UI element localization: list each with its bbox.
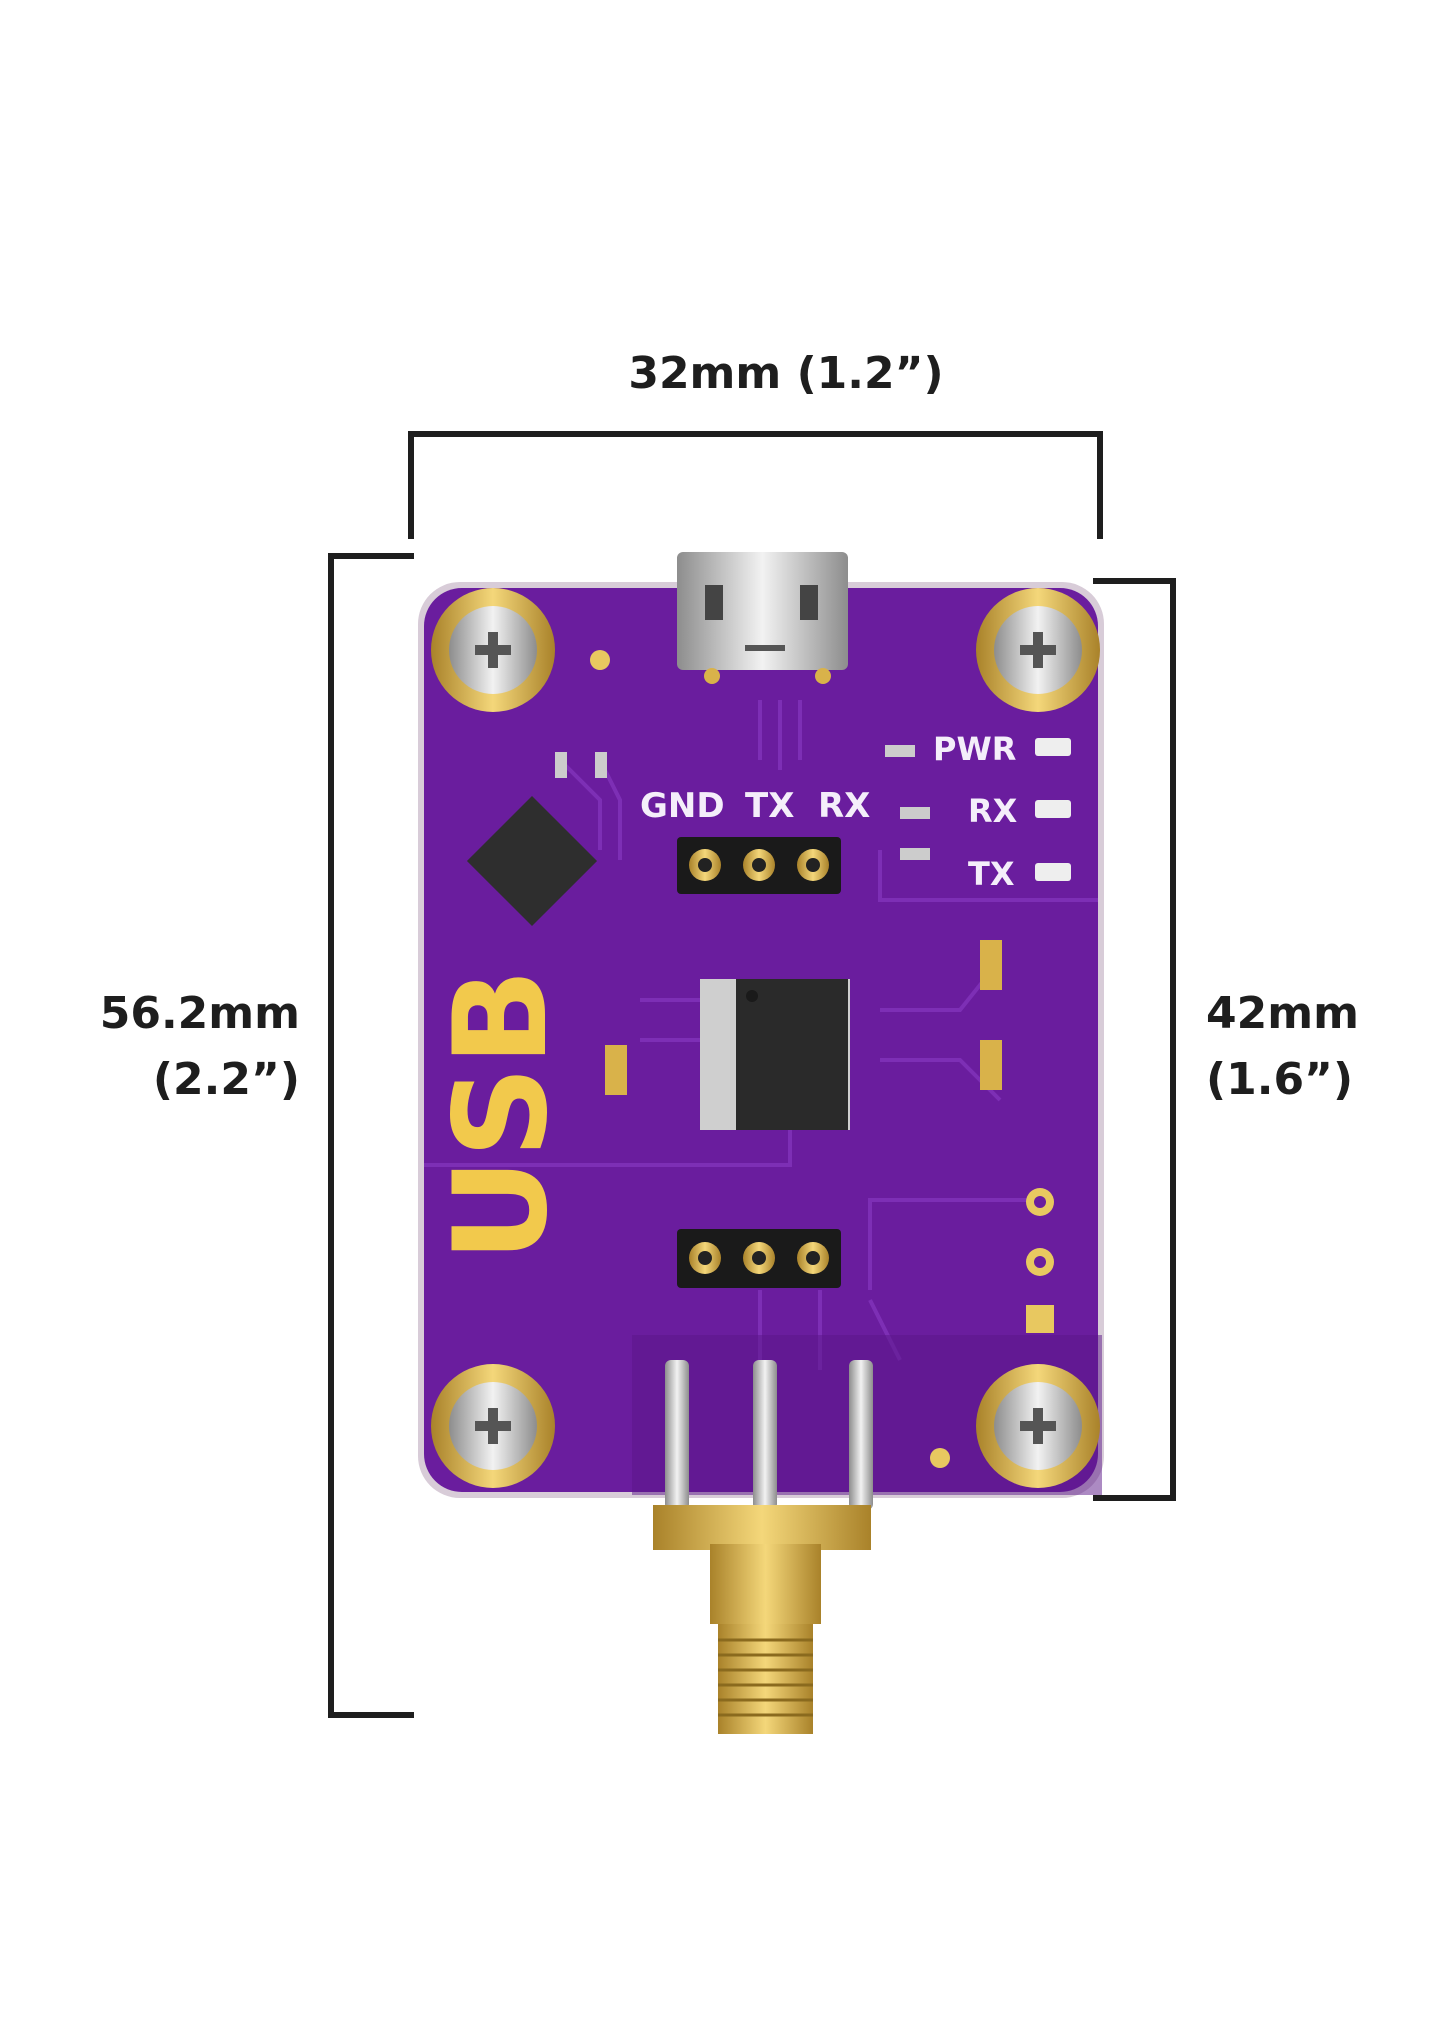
- header-label-gnd: GND: [640, 786, 725, 826]
- led-label-pwr: PWR: [933, 730, 1016, 768]
- mounting-screw-top-right: [976, 588, 1100, 712]
- antenna-header: [677, 1229, 841, 1288]
- board-height-in-label: (1.6”): [1206, 1054, 1353, 1105]
- sma-connector: [653, 1505, 871, 1734]
- usb-silkscreen-logo: USB: [427, 968, 576, 1262]
- board-height-bracket: [1093, 578, 1176, 1501]
- sma-pins: [665, 1360, 873, 1510]
- total-height-in-label: (2.2”): [153, 1054, 300, 1105]
- total-height-mm-label: 56.2mm: [100, 988, 300, 1039]
- mounting-screw-bottom-right: [976, 1364, 1100, 1488]
- side-pads: [1026, 1188, 1054, 1333]
- serial-header: [677, 837, 841, 894]
- width-label: 32mm (1.2”): [628, 348, 943, 399]
- via-pad: [930, 1448, 950, 1468]
- header-label-rx: RX: [818, 786, 870, 826]
- mounting-screw-top-left: [431, 588, 555, 712]
- mounting-screw-bottom-left: [431, 1364, 555, 1488]
- status-leds: [1035, 738, 1071, 881]
- qfn-chip: [466, 795, 598, 927]
- total-height-bracket: [328, 553, 414, 1718]
- usb-uart-chip: [700, 979, 850, 1130]
- led-label-rx: RX: [968, 792, 1018, 830]
- board-height-mm-label: 42mm: [1206, 988, 1359, 1039]
- pcb-traces: [424, 700, 1098, 1370]
- via-pad: [590, 650, 610, 670]
- width-bracket: [408, 431, 1103, 539]
- pcb-board: USB GND TX RX PWR RX TX: [418, 552, 1104, 1510]
- header-label-tx: TX: [745, 786, 794, 826]
- smd-resistors: [555, 745, 1002, 1095]
- micro-usb-connector: [677, 552, 848, 684]
- led-label-tx: TX: [968, 855, 1015, 893]
